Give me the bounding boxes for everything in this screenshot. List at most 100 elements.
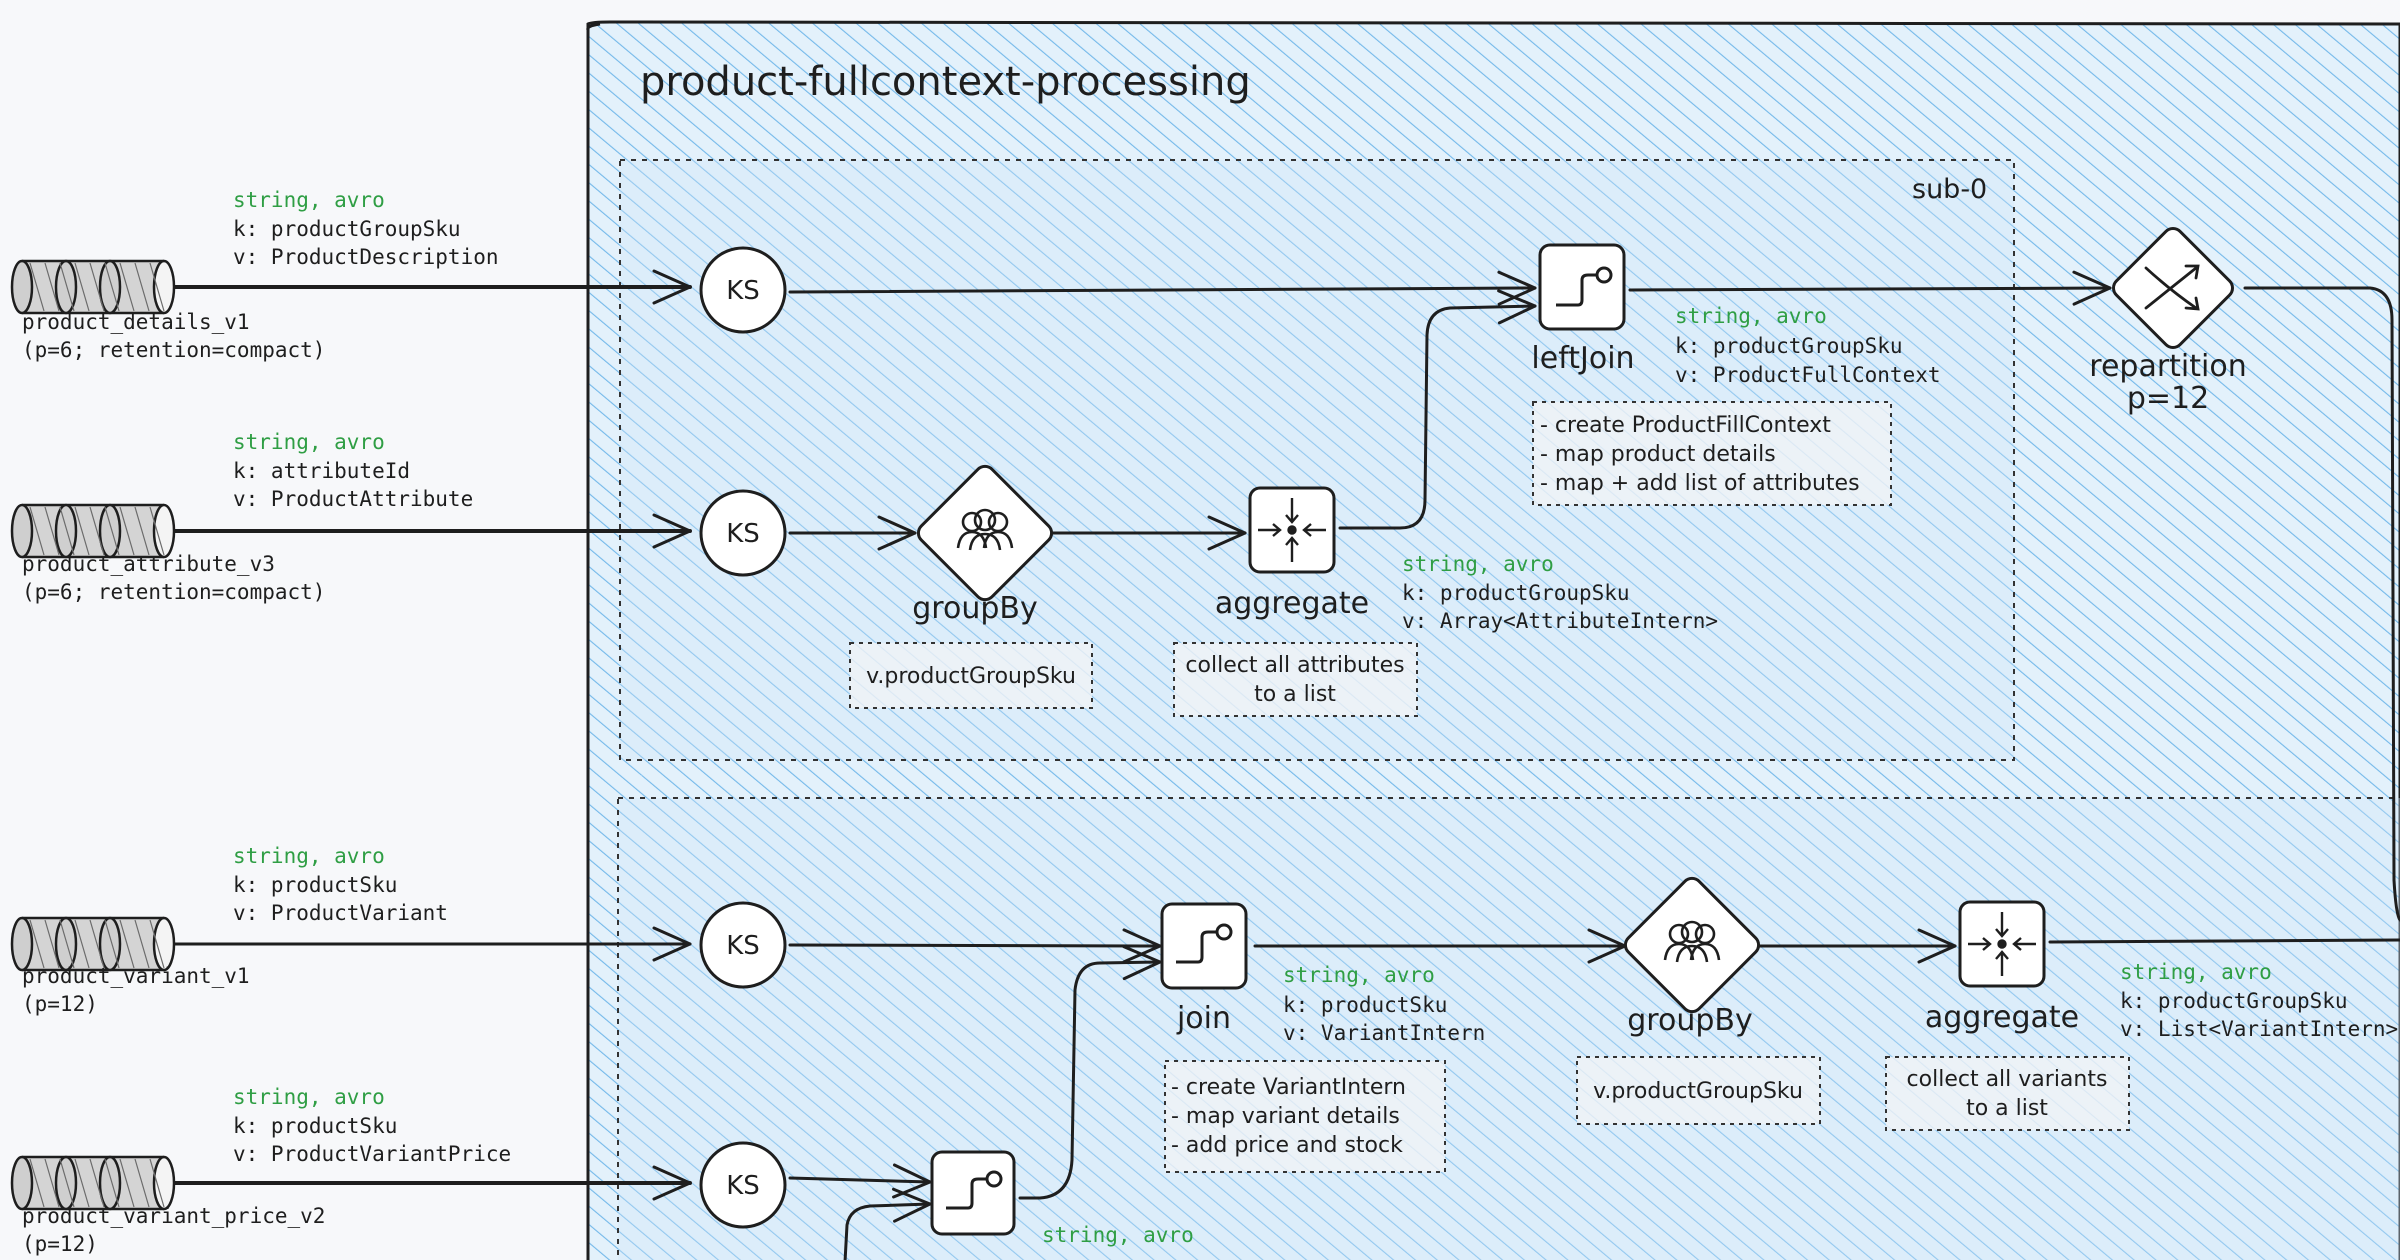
join-schema: string, avro k: productSku v: VariantInt…: [1283, 963, 1485, 1045]
svg-text:- add price and stock: - add price and stock: [1171, 1133, 1403, 1158]
users-icon-2: [1663, 920, 1721, 963]
subtopology-label: sub-0: [1912, 174, 1987, 205]
topic-3: product_variant_price_v2 (p=12) string, av…: [10, 1085, 511, 1256]
topic-1: product_attribute_v3 (p=6; retention=comp…: [10, 430, 473, 604]
join-icon: [1556, 266, 1613, 307]
aggregate-icon: [1258, 498, 1326, 562]
kafka-topic-icon: [10, 1155, 176, 1211]
shuffle-icon: [2144, 264, 2200, 311]
topic-serde: string, avro: [233, 1085, 385, 1109]
aggregate-label-1: aggregate: [1215, 586, 1369, 621]
ks-label: KS: [726, 931, 760, 961]
groupby-label-2: groupBy: [1627, 1003, 1752, 1038]
groupby-node-2-note: v.productGroupSku: [1576, 1056, 1821, 1125]
svg-text:- map variant details: - map variant details: [1171, 1104, 1400, 1129]
edge-ks3-to-join: [788, 928, 1162, 964]
aggregate-note-1-line1: collect all attributes: [1185, 653, 1404, 678]
leftjoin-label: leftJoin: [1531, 341, 1634, 376]
groupby-note-2: v.productGroupSku: [1593, 1079, 1803, 1104]
topic-value: v: ProductAttribute: [233, 487, 473, 511]
topic-name: product_variant_v1: [22, 964, 250, 988]
svg-text:collect all variants: collect all variants: [1907, 1067, 2108, 1092]
svg-text:- create VariantIntern: - create VariantIntern: [1171, 1075, 1406, 1100]
repartition-label: repartition: [2089, 349, 2246, 384]
svg-text:string, avro: string, avro: [1402, 552, 1554, 576]
kafka-topic-icon: [10, 916, 176, 972]
svg-text:k: productGroupSku: k: productGroupSku: [1675, 334, 1903, 358]
groupby-node-1: groupBy: [912, 464, 1054, 626]
svg-text:string, avro: string, avro: [1042, 1223, 1194, 1247]
join-icon-3: [946, 1170, 1003, 1210]
topic-name: product_attribute_v3: [22, 552, 275, 576]
ks-source-node-3: KS: [699, 1141, 787, 1229]
topic-key: k: productSku: [233, 1114, 397, 1138]
svg-text:v: Array<AttributeIntern>: v: Array<AttributeIntern>: [1402, 609, 1718, 633]
topic-key: k: attributeId: [233, 459, 410, 483]
aggregate-note-1-line2: to a list: [1254, 682, 1336, 707]
kafka-topic-icon: [10, 503, 176, 559]
ks-source-node-2: KS: [699, 901, 787, 989]
svg-text:to a list: to a list: [1966, 1096, 2048, 1121]
topic-name: product_details_v1: [22, 310, 250, 334]
topic-value: v: ProductVariant: [233, 901, 448, 925]
edge-repartition-out: [2243, 286, 2400, 922]
svg-text:v: ProductFullContext: v: ProductFullContext: [1675, 363, 1941, 387]
aggregate-label-2: aggregate: [1925, 1000, 2079, 1035]
topic-key: k: productSku: [233, 873, 397, 897]
svg-text:v: VariantIntern: v: VariantIntern: [1283, 1021, 1485, 1045]
aggregate-node-2-note: collect all variants to a list: [1885, 1056, 2130, 1131]
ks-label: KS: [726, 1171, 760, 1201]
groupby-node-1-note: v.productGroupSku: [849, 642, 1093, 709]
groupby-note-1: v.productGroupSku: [866, 664, 1076, 689]
topic-config: (p=6; retention=compact): [22, 338, 325, 362]
svg-text:k: productSku: k: productSku: [1283, 993, 1447, 1017]
edge-aggregate-to-leftjoin: [1338, 289, 1537, 530]
ks-label: KS: [726, 519, 760, 549]
aggregate-2-schema: string, avro k: productGroupSku v: List<…: [2120, 960, 2398, 1041]
svg-text:string, avro: string, avro: [1675, 304, 1827, 328]
edge-leftjoin-to-repartition: [1628, 270, 2112, 306]
topic-config: (p=12): [22, 992, 98, 1016]
svg-text:- create ProductFillContext: - create ProductFillContext: [1540, 413, 1831, 438]
topic-config: (p=12): [22, 1232, 98, 1256]
join-label: join: [1176, 1001, 1231, 1036]
svg-text:string, avro: string, avro: [2120, 960, 2272, 984]
repartition-node: repartition p=12: [2089, 227, 2247, 416]
aggregate-node-1-note: collect all attributes to a list: [1173, 642, 1418, 717]
edge-into-bottomjoin: [843, 1187, 932, 1260]
bottom-join-node: [930, 1150, 1016, 1236]
users-icon: [956, 508, 1014, 551]
aggregate-node-2: aggregate: [1925, 900, 2079, 1035]
svg-text:k: productGroupSku: k: productGroupSku: [1402, 581, 1630, 605]
edges: [173, 269, 2400, 1260]
application-title: product-fullcontext-processing: [640, 59, 1251, 105]
svg-text:- map + add list of attributes: - map + add list of attributes: [1540, 471, 1860, 496]
topic-key: k: productGroupSku: [233, 217, 461, 241]
leftjoin-schema: string, avro k: productGroupSku v: Produ…: [1675, 304, 1941, 387]
topic-value: v: ProductDescription: [233, 245, 499, 269]
aggregate-node-1: aggregate: [1215, 486, 1369, 621]
edge-bottomjoin-to-join: [1018, 945, 1162, 1200]
join-node: join: [1160, 902, 1248, 1036]
svg-text:- map product details: - map product details: [1540, 442, 1776, 467]
join-icon-2: [1176, 923, 1233, 964]
topic-0: product_details_v1 (p=6; retention=compac…: [10, 188, 499, 362]
topic-config: (p=6; retention=compact): [22, 580, 325, 604]
ks-source-node-0: KS: [699, 246, 787, 334]
aggregate-icon-2: [1968, 912, 2036, 976]
groupby-label-1: groupBy: [912, 591, 1037, 626]
edge-ks4-to-bottomjoin: [788, 1163, 932, 1199]
ks-label: KS: [726, 276, 760, 306]
leftjoin-note: - create ProductFillContext - map produc…: [1532, 401, 1892, 506]
topic-serde: string, avro: [233, 430, 385, 454]
groupby-node-2: groupBy: [1623, 876, 1761, 1038]
leftjoin-node: leftJoin: [1531, 243, 1635, 376]
topic-name: product_variant_price_v2: [22, 1204, 325, 1228]
svg-text:v: List<VariantIntern>: v: List<VariantIntern>: [2120, 1017, 2398, 1041]
edge-ks1-to-leftjoin: [788, 270, 1537, 306]
ks-source-node-1: KS: [699, 489, 787, 577]
bottom-join-schema: string, avro: [1042, 1223, 1194, 1247]
topic-value: v: ProductVariantPrice: [233, 1142, 511, 1166]
